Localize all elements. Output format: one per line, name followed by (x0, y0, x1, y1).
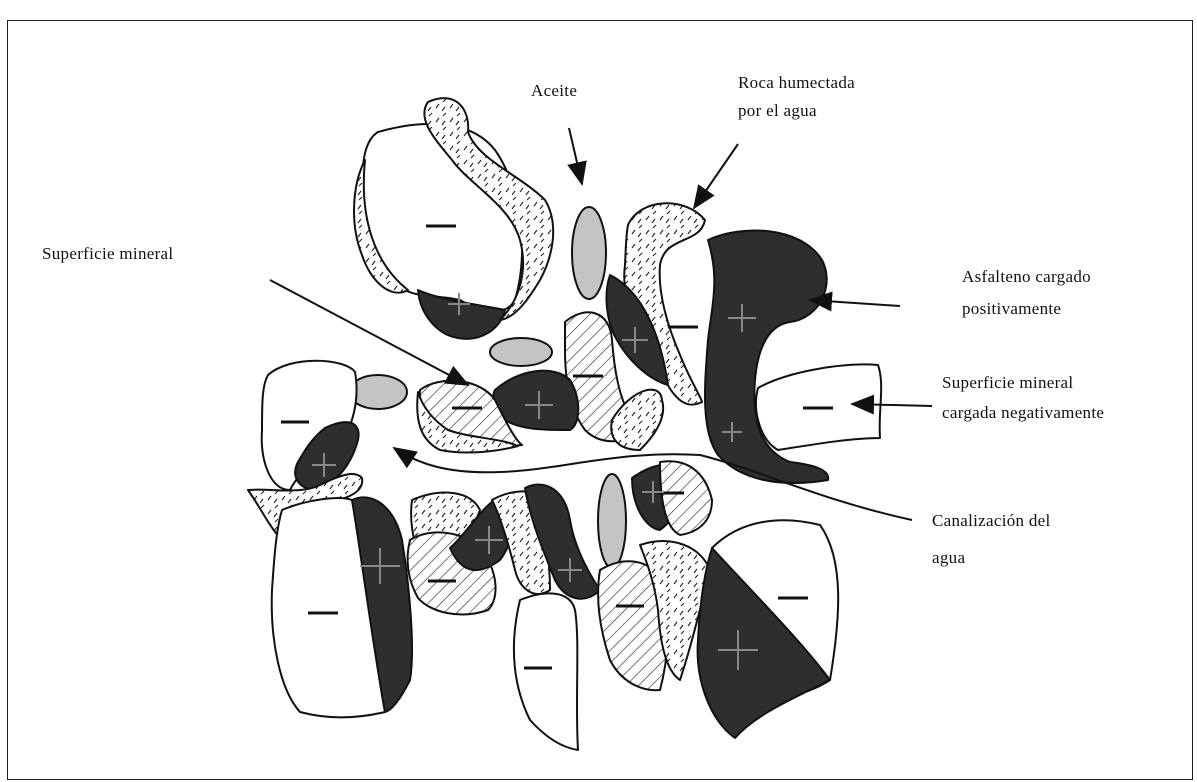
arrow-aceite (569, 128, 582, 184)
oil-droplet (490, 338, 552, 366)
label-aceite: Aceite (531, 78, 577, 104)
label-asfalteno-line1: Asfalteno cargado (962, 264, 1091, 290)
label-sup-neg-line2: cargada negativamente (942, 400, 1104, 426)
label-canal-line2: agua (932, 545, 965, 571)
label-superficie-mineral: Superficie mineral (42, 241, 173, 267)
mineral-grain (514, 593, 578, 750)
oil-droplet (572, 207, 606, 299)
arrow-asfalteno (810, 300, 900, 306)
arrow-roca (694, 144, 738, 208)
label-roca-line1: Roca humectada (738, 70, 855, 96)
label-canal-line1: Canalización del (932, 508, 1051, 534)
oil-droplet (349, 375, 407, 409)
label-asfalteno-line2: positivamente (962, 296, 1061, 322)
oil-droplet (598, 474, 626, 568)
label-sup-neg-line1: Superficie mineral (942, 370, 1073, 396)
label-roca-line2: por el agua (738, 98, 817, 124)
